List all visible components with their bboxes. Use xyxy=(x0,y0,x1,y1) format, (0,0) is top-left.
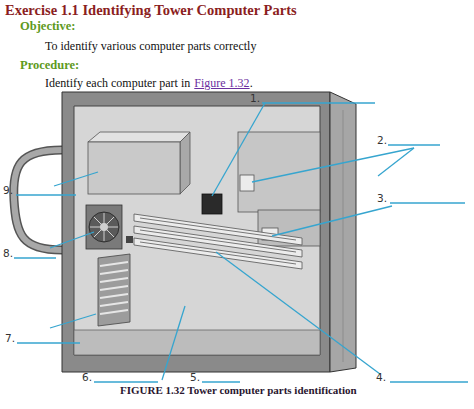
slot-cover xyxy=(100,278,128,282)
answer-line xyxy=(390,381,468,382)
cpu-chip xyxy=(202,194,222,214)
callout-number: 9. xyxy=(3,184,13,196)
callout-number: 6. xyxy=(82,371,92,383)
fan-blade xyxy=(94,217,114,237)
callout-number: 7. xyxy=(5,332,15,344)
fan xyxy=(89,212,119,242)
answer-line xyxy=(388,144,440,145)
slot-cover xyxy=(100,270,128,274)
leader-line xyxy=(272,206,392,236)
fan-blade xyxy=(94,217,114,237)
front-bezel xyxy=(330,92,356,372)
case-interior xyxy=(74,106,320,355)
callout-number: 5. xyxy=(190,371,200,383)
answer-line xyxy=(16,194,76,195)
connector xyxy=(126,236,133,243)
slot-cover xyxy=(100,310,128,314)
slot-covers xyxy=(98,254,130,326)
cable-outline xyxy=(14,150,62,250)
answer-line xyxy=(94,381,158,382)
punctuation: . xyxy=(250,76,253,90)
leader-line xyxy=(252,148,414,182)
leader-line xyxy=(50,314,96,328)
power-supply xyxy=(88,142,180,194)
figure-caption: FIGURE 1.32 Tower computer parts identif… xyxy=(120,384,357,397)
answer-line xyxy=(390,202,465,203)
answer-line xyxy=(14,257,56,258)
callout-number: 3. xyxy=(377,192,387,204)
case-floor xyxy=(74,330,320,355)
power-supply-top xyxy=(88,132,190,142)
slot-cover xyxy=(100,262,128,266)
answer-line xyxy=(202,381,240,382)
cable xyxy=(14,150,62,250)
callout-number: 8. xyxy=(3,247,13,259)
callout-number: 4. xyxy=(376,371,386,383)
leader-line xyxy=(216,252,380,374)
answer-line xyxy=(262,102,375,103)
exercise-title: Exercise 1.1 Identifying Tower Computer … xyxy=(5,2,297,19)
bezel-edge xyxy=(343,110,344,362)
leader-line xyxy=(54,172,98,186)
section-heading: Objective: xyxy=(20,19,76,34)
callout-number: 1. xyxy=(250,92,260,104)
leader-line xyxy=(378,148,414,176)
fan-housing xyxy=(86,205,122,249)
slot-cover xyxy=(100,302,128,306)
section-heading: Procedure: xyxy=(20,58,79,73)
slot-cover xyxy=(100,294,128,298)
objective-text: To identify various computer parts corre… xyxy=(45,39,256,54)
leader-line xyxy=(212,103,265,196)
callout-number: 2. xyxy=(377,134,387,146)
figure-link: Figure 1.32 xyxy=(194,76,249,90)
drive-bay xyxy=(238,132,320,212)
leader-line xyxy=(50,232,94,248)
procedure-text: Identify each computer part in xyxy=(45,76,190,90)
leader-line xyxy=(162,306,185,380)
slot-cover xyxy=(100,286,128,290)
power-supply-side xyxy=(180,132,190,194)
procedure-line: Identify each computer part in Figure 1.3… xyxy=(45,76,253,91)
answer-line xyxy=(17,342,80,343)
drive-notch xyxy=(240,175,254,191)
